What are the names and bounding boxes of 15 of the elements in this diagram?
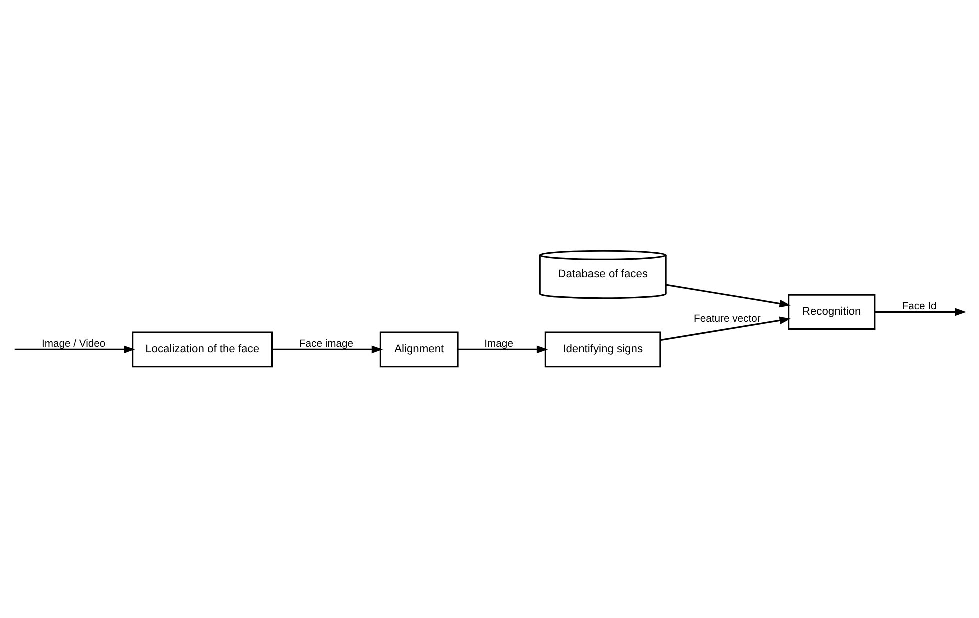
arrow (272, 346, 384, 354)
edge-label: Feature vector (694, 314, 761, 326)
edge-label: Image / Video (42, 338, 106, 350)
edge-label: Face Id (902, 301, 937, 312)
arrow (874, 308, 967, 316)
arrow (14, 346, 136, 354)
arrow (660, 316, 791, 342)
edge-label: Face image (299, 338, 354, 350)
node-box: Recognition (788, 294, 876, 330)
node-box: Identifying signs (544, 332, 662, 368)
edge-label: Image (484, 338, 514, 350)
node-box: Alignment (380, 332, 459, 368)
node-box: Localization of the face (132, 332, 274, 368)
arrow (666, 284, 791, 308)
arrow (458, 346, 548, 354)
